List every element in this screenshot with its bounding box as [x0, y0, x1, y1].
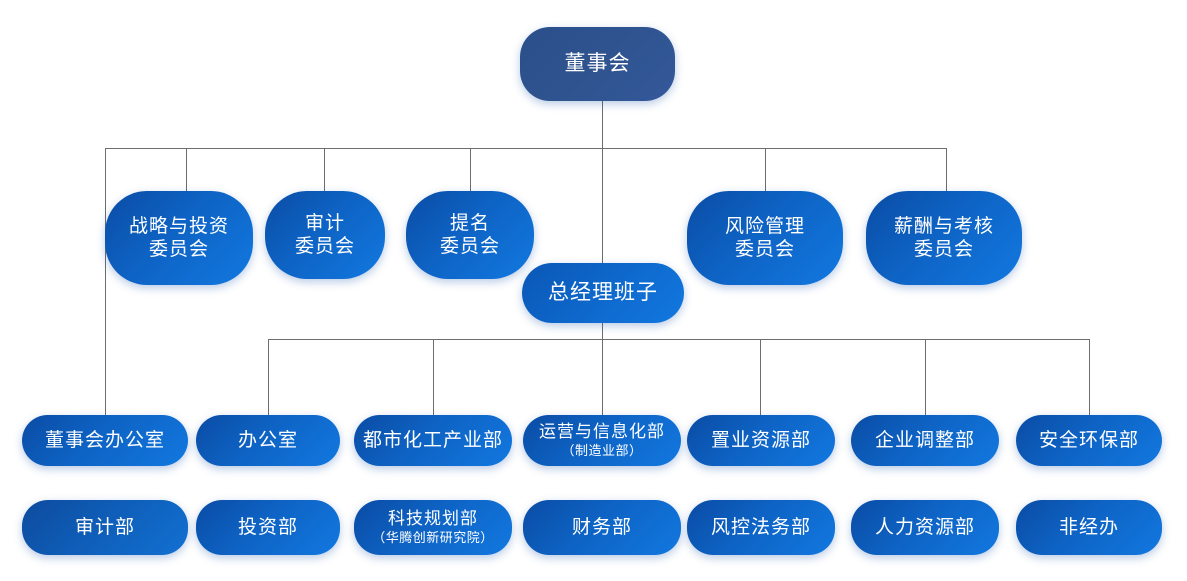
connector-drop-operations [602, 339, 603, 415]
node-risk-legal-dept[interactable]: 风控法务部 [687, 500, 835, 555]
connector-board-stem [602, 101, 603, 148]
node-strategy-investment-committee-label: 战略与投资 委员会 [128, 215, 229, 260]
node-non-operating-office[interactable]: 非经办 [1016, 500, 1162, 555]
node-tech-planning-dept-sublabel: （华腾创新研究院） [372, 530, 494, 546]
node-risk-management-committee[interactable]: 风险管理 委员会 [687, 191, 843, 285]
connector-board-to-gm [602, 148, 603, 263]
node-tech-planning-dept[interactable]: 科技规划部 （华腾创新研究院） [354, 500, 512, 555]
node-board-office-label: 董事会办公室 [44, 429, 165, 451]
node-urban-chemical-industry-dept-label: 都市化工产业部 [362, 429, 503, 451]
connector-drop-risk [765, 148, 766, 191]
node-human-resources-dept-label: 人力资源部 [874, 516, 975, 538]
node-operations-informatization-dept[interactable]: 运营与信息化部 （制造业部） [523, 415, 681, 466]
node-compensation-appraisal-committee[interactable]: 薪酬与考核 委员会 [866, 191, 1022, 285]
node-urban-chemical-industry-dept[interactable]: 都市化工产业部 [354, 415, 512, 466]
node-office[interactable]: 办公室 [196, 415, 340, 466]
node-non-operating-office-label: 非经办 [1058, 516, 1119, 538]
node-investment-dept-label: 投资部 [237, 516, 298, 538]
node-audit-committee[interactable]: 审计 委员会 [265, 191, 385, 279]
node-finance-dept-label: 财务部 [571, 516, 632, 538]
node-strategy-investment-committee[interactable]: 战略与投资 委员会 [105, 191, 253, 285]
node-property-resources-dept[interactable]: 置业资源部 [687, 415, 835, 466]
node-general-manager-team-label: 总经理班子 [548, 280, 658, 305]
connector-drop-nomination [470, 148, 471, 191]
node-safety-environmental-dept[interactable]: 安全环保部 [1016, 415, 1162, 466]
node-finance-dept[interactable]: 财务部 [523, 500, 681, 555]
connector-drop-property [760, 339, 761, 415]
node-board-label: 董事会 [564, 51, 631, 76]
connector-drop-safety [1089, 339, 1090, 415]
node-audit-dept-label: 审计部 [74, 516, 135, 538]
node-office-label: 办公室 [237, 429, 298, 451]
node-human-resources-dept[interactable]: 人力资源部 [851, 500, 999, 555]
node-tech-planning-dept-label: 科技规划部 [388, 508, 478, 528]
node-enterprise-adjustment-dept-label: 企业调整部 [874, 429, 975, 451]
node-safety-environmental-dept-label: 安全环保部 [1038, 429, 1139, 451]
node-operations-informatization-dept-sublabel: （制造业部） [561, 443, 643, 459]
connector-board-to-board-office [105, 148, 106, 415]
connector-drop-urban-chemical [433, 339, 434, 415]
connector-drop-audit-committee [324, 148, 325, 191]
node-board[interactable]: 董事会 [520, 27, 675, 101]
node-audit-committee-label: 审计 委员会 [294, 212, 355, 257]
connector-drop-compensation [946, 148, 947, 191]
node-general-manager-team[interactable]: 总经理班子 [522, 263, 684, 323]
node-nomination-committee[interactable]: 提名 委员会 [406, 191, 534, 279]
node-compensation-appraisal-committee-label: 薪酬与考核 委员会 [893, 215, 994, 260]
node-audit-dept[interactable]: 审计部 [22, 500, 188, 555]
node-investment-dept[interactable]: 投资部 [196, 500, 340, 555]
node-board-office[interactable]: 董事会办公室 [22, 415, 188, 466]
node-enterprise-adjustment-dept[interactable]: 企业调整部 [851, 415, 999, 466]
node-property-resources-dept-label: 置业资源部 [710, 429, 811, 451]
connector-gm-stem [602, 322, 603, 340]
connector-bus-board [105, 148, 947, 149]
connector-drop-office [268, 339, 269, 415]
node-nomination-committee-label: 提名 委员会 [439, 212, 500, 257]
connector-bus-gm [268, 339, 1090, 340]
node-risk-legal-dept-label: 风控法务部 [710, 516, 811, 538]
connector-drop-strategy [186, 148, 187, 191]
node-operations-informatization-dept-label: 运营与信息化部 [539, 421, 665, 441]
connector-drop-enterprise-adjustment [925, 339, 926, 415]
node-risk-management-committee-label: 风险管理 委员会 [724, 215, 805, 260]
